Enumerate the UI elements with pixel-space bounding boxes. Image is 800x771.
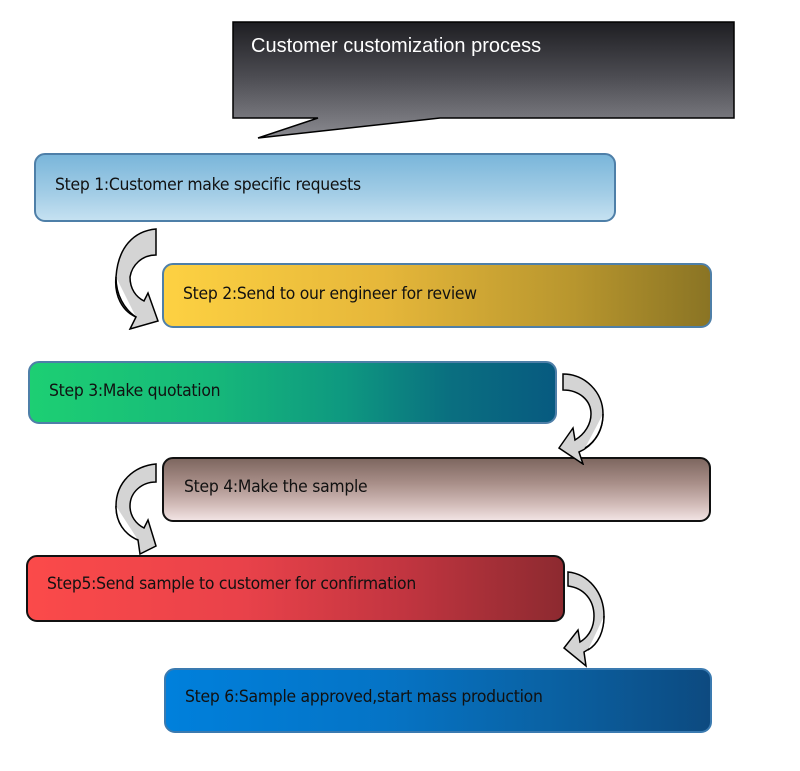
step-4-label: Step 4:Make the sample <box>184 477 368 497</box>
step-6-label: Step 6:Sample approved,start mass produc… <box>185 687 543 707</box>
step-4-box: Step 4:Make the sample <box>162 457 711 522</box>
step-2-label: Step 2:Send to our engineer for review <box>183 284 477 304</box>
curved-arrow-icon <box>562 571 605 668</box>
step-6-box: Step 6:Sample approved,start mass produc… <box>164 668 712 733</box>
step-3-label: Step 3:Make quotation <box>49 381 221 401</box>
curved-arrow-icon <box>115 463 157 555</box>
step-1-label: Step 1:Customer make specific requests <box>55 175 361 195</box>
curved-arrow-icon <box>114 228 159 330</box>
step-1-box: Step 1:Customer make specific requests <box>34 153 616 222</box>
step-5-box: Step5:Send sample to customer for confir… <box>26 555 565 622</box>
curved-arrow-icon <box>557 373 604 465</box>
step-2-box: Step 2:Send to our engineer for review <box>162 263 712 328</box>
diagram-title: Customer customization process <box>251 35 542 57</box>
step-5-label: Step5:Send sample to customer for confir… <box>47 574 416 594</box>
step-3-box: Step 3:Make quotation <box>28 361 557 424</box>
